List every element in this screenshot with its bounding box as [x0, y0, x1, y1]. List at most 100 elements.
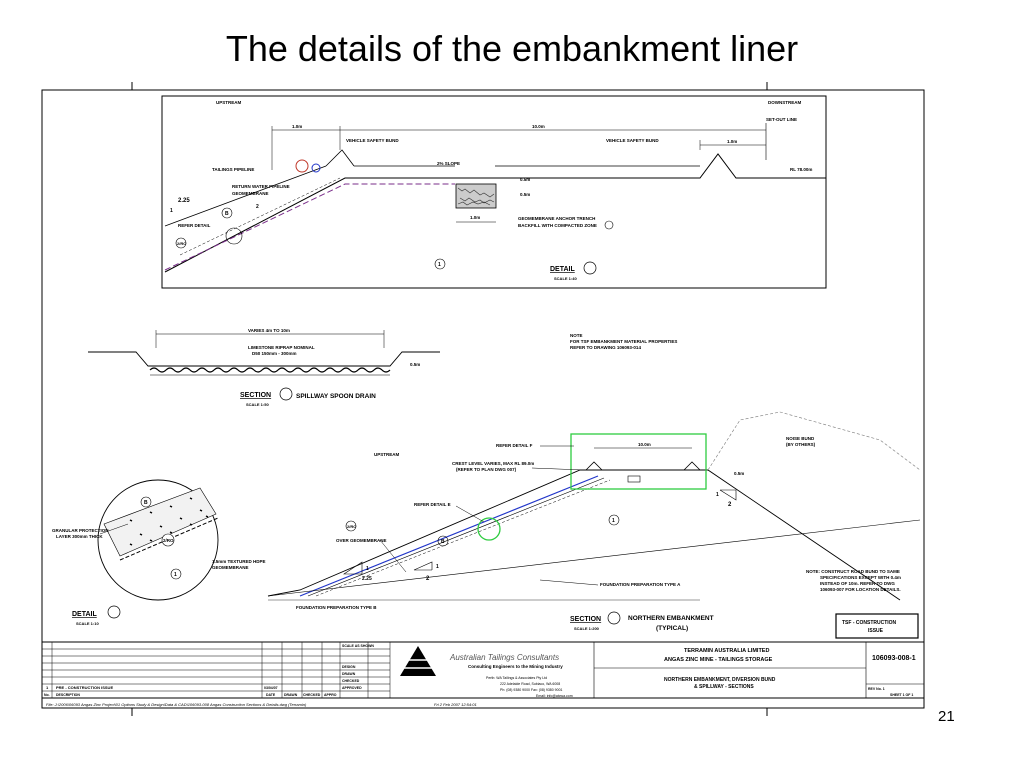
dim-mid-text: 10.0m: [532, 124, 545, 129]
company-tagline: Consulting Engineers to the Mining Indus…: [468, 664, 563, 669]
spillway-section: VARIES 4m TO 10m LIMESTONE RIPRAP NOMINA…: [88, 328, 677, 407]
refer-detail-label: REFER DETAIL: [178, 223, 211, 228]
rev-row-date: 03/04/07: [264, 686, 278, 690]
header-date: DATE: [266, 693, 276, 697]
company-address-2: 222 Adelaide Road, Subiaco, WA 6008: [500, 682, 560, 686]
refer-detail-e-label: REFER DETAIL E: [414, 502, 451, 507]
road-note-1: NOTE: CONSTRUCT ROAD BUND TO SAME: [806, 569, 900, 574]
foundation-b-label: FOUNDATION PREPARATION TYPE B: [296, 605, 377, 610]
approved-label: APPROVED: [342, 686, 362, 690]
riprap-pattern: [149, 367, 391, 373]
spillway-section-label: SECTION: [240, 392, 271, 399]
over-geomembrane-label: OVER GEOMEMBRANE: [336, 538, 387, 543]
drawing-number: 106093-008-1: [872, 655, 916, 662]
granular-label-1: GRANULAR PROTECTION: [52, 528, 109, 533]
foundation-a-label: FOUNDATION PREPARATION TYPE A: [600, 582, 681, 587]
zone-1-marker: [608, 514, 620, 526]
top-detail-frame: [161, 95, 827, 289]
leader: [539, 579, 599, 586]
drawing-title-2: & SPILLWAY - SECTIONS: [694, 684, 754, 690]
detail-tag-circle: [107, 605, 121, 619]
detail-e-scale: SCALE 1:10: [76, 621, 99, 626]
note-line-1: FOR TSF EMBANKMENT MATERIAL PROPERTIES: [570, 339, 677, 344]
crest-width-text: 10.0m: [638, 442, 651, 447]
company-email: Email: info@atcwa.com: [536, 694, 573, 698]
slope2-h-text: 2: [426, 576, 430, 582]
zone-b-marker: [140, 496, 152, 508]
riprap-size-text: D50 150mm - 300mm: [252, 351, 297, 356]
client-name: TERRAMIN AUSTRALIA LIMITED: [684, 648, 769, 654]
top-detail: UPSTREAM DOWNSTREAM SET-OUT LINE 1.0m 10…: [161, 95, 827, 289]
crest-level-1: CREST LEVEL VARIES, MAX RL 89.0m: [452, 461, 534, 466]
ro-text: 2/RO: [163, 538, 174, 543]
noise-bund-label-2: (BY OTHERS): [786, 442, 816, 447]
crest-depth-text: 0.5m: [734, 471, 744, 476]
sheet-number: SHEET 1 OF 1: [890, 693, 913, 697]
crest-bund-right: [683, 461, 701, 471]
embankment-liner-inner: [307, 477, 605, 597]
dim-left-text: 1.0m: [292, 124, 302, 129]
geomembrane-detail-label-2: GEOMEMBRANE: [212, 565, 249, 570]
zone-marker: [604, 220, 614, 230]
road-note-4: 106093-007 FOR LOCATION DETAILS.: [820, 587, 901, 592]
anchor-trench-label: GEOMEMBRANE ANCHOR TRENCH: [518, 216, 595, 221]
zone-2ro-text: 2/RO: [177, 241, 186, 246]
spillway-depth-text: 0.5m: [410, 362, 420, 367]
scale-label: SCALE AS SHOWN: [342, 644, 374, 648]
embankment-liner-dashed: [315, 479, 611, 597]
geomembrane-label: GEOMEMBRANE: [232, 191, 269, 196]
upstream-label: UPSTREAM: [216, 100, 242, 105]
header-approved: APPRO: [324, 693, 337, 697]
foundation-line: [267, 519, 921, 597]
refer-detail-f-highlight: [570, 433, 707, 490]
detail-scale: SCALE 1:40: [554, 276, 577, 281]
slide-page-number: 21: [938, 708, 955, 725]
crest-level-2: (REFER TO PLAN DWG 007): [456, 467, 517, 472]
spoon-drain-profile: [88, 351, 440, 367]
revision-table: [42, 642, 391, 698]
trench-width-text: 1.0m: [470, 215, 480, 220]
outer-slope: [164, 165, 327, 227]
ne-section-scale: SCALE 1:200: [574, 626, 600, 631]
crest-trench: [627, 475, 641, 483]
crest-bund-left: [585, 461, 603, 471]
detail-e: 2/RO B 1 GRANULAR PROTECTION LAYER 300mm…: [52, 479, 266, 626]
zone-1-marker: [170, 568, 182, 580]
leader: [99, 523, 129, 535]
footer-file-path: File: J:\2006\06093 Angas Zinc Project\0…: [46, 702, 307, 707]
geomembrane-line: [164, 183, 455, 271]
refer-detail-e-highlight: [477, 517, 501, 541]
noise-bund-label-1: NOISE BUND: [786, 436, 815, 441]
header-checked: CHECKED: [303, 693, 321, 697]
northern-embankment-section: UPSTREAM 10.0m 0.5m REFER DETAIL F CREST…: [267, 411, 921, 639]
set-out-line-label: SET-OUT LINE: [766, 117, 797, 122]
road-note-3: INSTEAD OF 10m. REFER TO DWG: [820, 581, 895, 586]
slope-triangle: [343, 561, 363, 575]
varies-text: VARIES 4m TO 10m: [248, 328, 290, 333]
stamp-line-1: TSF - CONSTRUCTION: [842, 620, 897, 626]
noise-bund-outline: [707, 411, 921, 471]
depth-text-2: 0.5m: [520, 192, 530, 197]
section-tag-circle: [279, 387, 293, 401]
slope-1-label: 1: [170, 208, 173, 214]
granular-label-2: LAYER 300mm THICK: [56, 534, 103, 539]
tailings-pipeline-label: TAILINGS PIPELINE: [212, 167, 254, 172]
ds-slope-h-text: 2: [728, 502, 732, 508]
rev-row-no: 1: [46, 685, 49, 690]
spillway-section-title: SPILLWAY SPOON DRAIN: [296, 393, 376, 400]
title-block: 1 PRE - CONSTRUCTION ISSUE 03/04/07 No. …: [41, 641, 925, 699]
refer-detail-circle: [225, 227, 243, 245]
backfill-label: BACKFILL WITH COMPACTED ZONE: [518, 223, 597, 228]
checked-label: CHECKED: [342, 679, 360, 683]
zone-b-text: B: [225, 211, 229, 217]
header-description: DESCRIPTION: [56, 693, 80, 697]
header-drawn: DRAWN: [284, 693, 298, 697]
rev-row-desc: PRE - CONSTRUCTION ISSUE: [56, 685, 113, 690]
leader: [379, 539, 407, 573]
note-line-2: REFER TO DRAWING 106093-014: [570, 345, 641, 350]
embankment-crest-line: [325, 149, 355, 167]
zone-1-text: 1: [174, 572, 177, 578]
zone-b-text: B: [441, 539, 445, 545]
ne-section-label: SECTION: [570, 616, 601, 623]
rl-label: RL 78.00m: [790, 167, 812, 172]
